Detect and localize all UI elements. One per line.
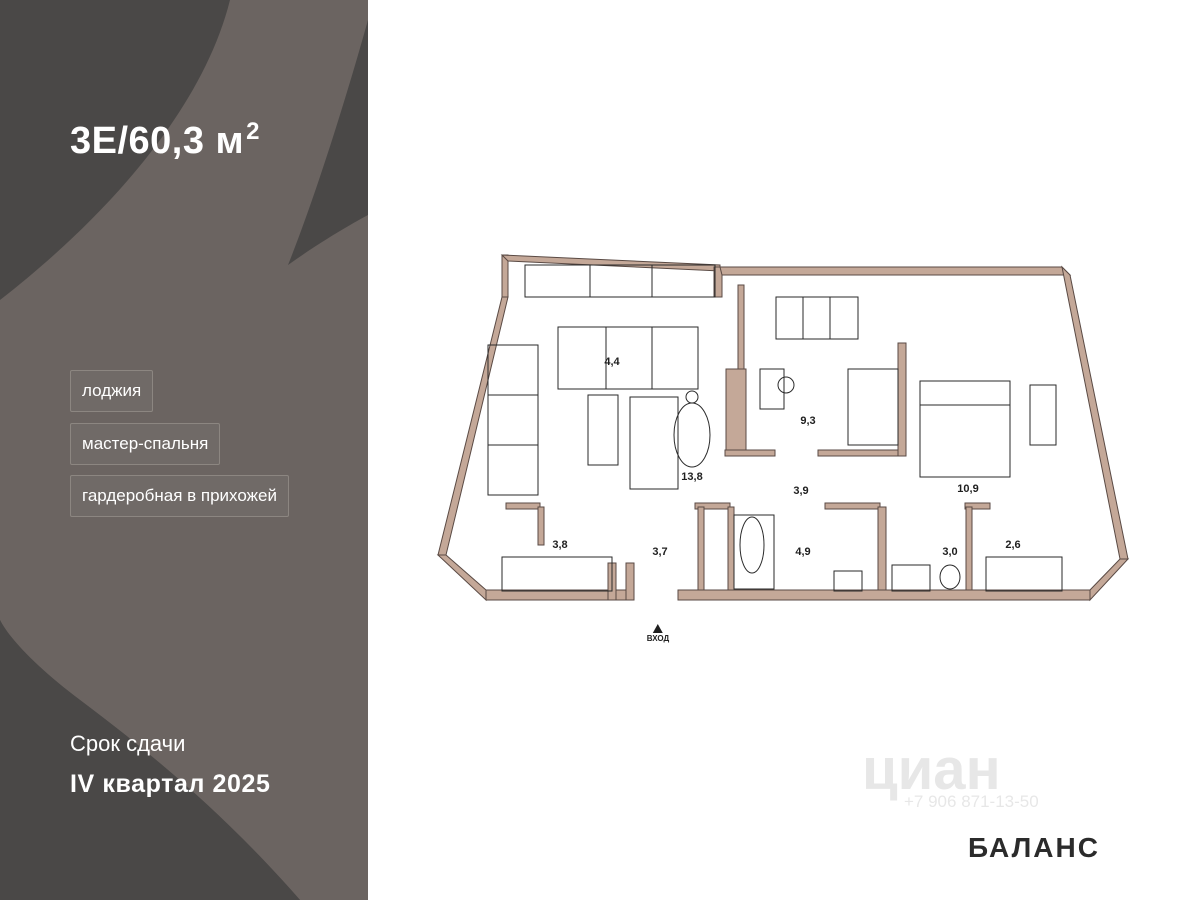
area-kitchen-living: 13,8 (681, 471, 703, 483)
watermark-logo: циан (862, 737, 1001, 802)
area-toilet: 3,0 (942, 546, 958, 558)
area-hallway: 3,7 (652, 546, 668, 558)
area-dressing: 2,6 (1005, 539, 1021, 551)
entry-arrow-icon (652, 624, 663, 633)
entry-marker: ВХОД (647, 624, 669, 643)
entry-label: ВХОД (646, 634, 670, 643)
area-master-bedroom: 10,9 (957, 483, 979, 495)
area-corridor: 3,9 (793, 485, 809, 497)
watermark-phone: +7 906 871-13-50 (904, 792, 1039, 811)
tag-master-bedroom: мастер-спальня (70, 423, 221, 465)
deadline-label: Срок сдачи (70, 731, 186, 756)
tag-hall-wardrobe: гардеробная в прихожей (70, 475, 289, 517)
area-wardrobe: 3,8 (552, 539, 568, 551)
area-bedroom: 9,3 (800, 415, 816, 427)
area-loggia: 4,4 (604, 356, 620, 368)
decorative-shape (0, 0, 368, 900)
floor-plan (436, 254, 1130, 602)
brand-logo: БАЛАНС (968, 832, 1100, 863)
deadline-value: IV квартал 2025 (70, 770, 271, 798)
info-sidebar: 3E/60,3 м2 лоджия мастер-спальня гардеро… (0, 0, 368, 900)
tag-loggia: лоджия (70, 370, 154, 412)
apartment-title: 3E/60,3 м2 (70, 118, 261, 162)
area-bathroom: 4,9 (795, 546, 811, 558)
